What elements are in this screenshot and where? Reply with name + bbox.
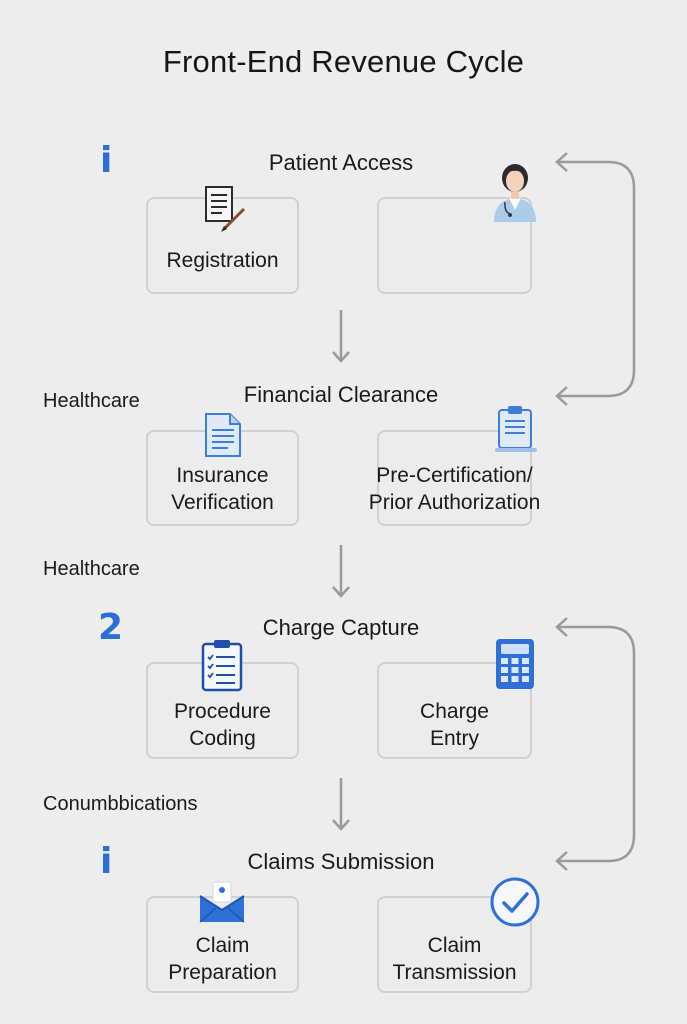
- box-procedure-coding-label-1: Procedure: [174, 700, 271, 723]
- loop-arrow-bottom: [550, 617, 640, 882]
- down-arrow-1: [331, 310, 351, 369]
- box-claim-transmission-label-2: Transmission: [392, 961, 517, 984]
- box-insurance-verification-label-2: Verification: [171, 491, 274, 514]
- stage-title-patient-access: Patient Access: [268, 150, 414, 175]
- stage-title-claims-submission: Claims Submission: [247, 849, 435, 874]
- box-prior-authorization-label-2: Prior Authorization: [368, 491, 541, 514]
- box-claim-preparation-label-1: Claim: [195, 934, 250, 957]
- document-icon: [203, 412, 243, 463]
- side-label-healthcare-2: Healthcare: [43, 558, 140, 580]
- stage-3-number-marker: 2: [98, 607, 124, 648]
- box-claim-preparation-label-2: Preparation: [168, 961, 277, 984]
- check-circle-icon: [489, 876, 541, 933]
- stage-4-info-marker: i: [100, 841, 113, 882]
- stage-title-charge-capture: Charge Capture: [262, 615, 420, 640]
- envelope-icon: [198, 880, 246, 929]
- box-procedure-coding-label-2: Coding: [189, 727, 256, 750]
- side-label-communications: Conumbbications: [43, 793, 198, 815]
- clipboard-icon: [493, 404, 539, 459]
- down-arrow-2: [331, 545, 351, 604]
- doctor-icon: [490, 160, 540, 227]
- box-charge-entry-label-1: Charge: [420, 700, 489, 723]
- document-pen-icon: [204, 185, 248, 238]
- box-insurance-verification-label-1: Insurance: [176, 464, 269, 487]
- box-claim-transmission-label-1: Claim: [427, 934, 482, 957]
- page-title: Front-End Revenue Cycle: [162, 44, 525, 79]
- calculator-icon: [494, 637, 536, 696]
- stage-title-financial-clearance: Financial Clearance: [243, 382, 439, 407]
- box-prior-authorization-label-1: Pre-Certification/: [376, 464, 533, 487]
- side-label-healthcare-1: Healthcare: [43, 390, 140, 412]
- box-charge-entry: Charge Entry: [377, 662, 532, 759]
- loop-arrow-top: [550, 150, 640, 415]
- stage-1-info-marker: i: [100, 140, 113, 181]
- checklist-icon: [200, 638, 244, 697]
- box-registration-label: Registration: [166, 249, 279, 272]
- box-charge-entry-label-2: Entry: [429, 727, 479, 750]
- down-arrow-3: [331, 778, 351, 837]
